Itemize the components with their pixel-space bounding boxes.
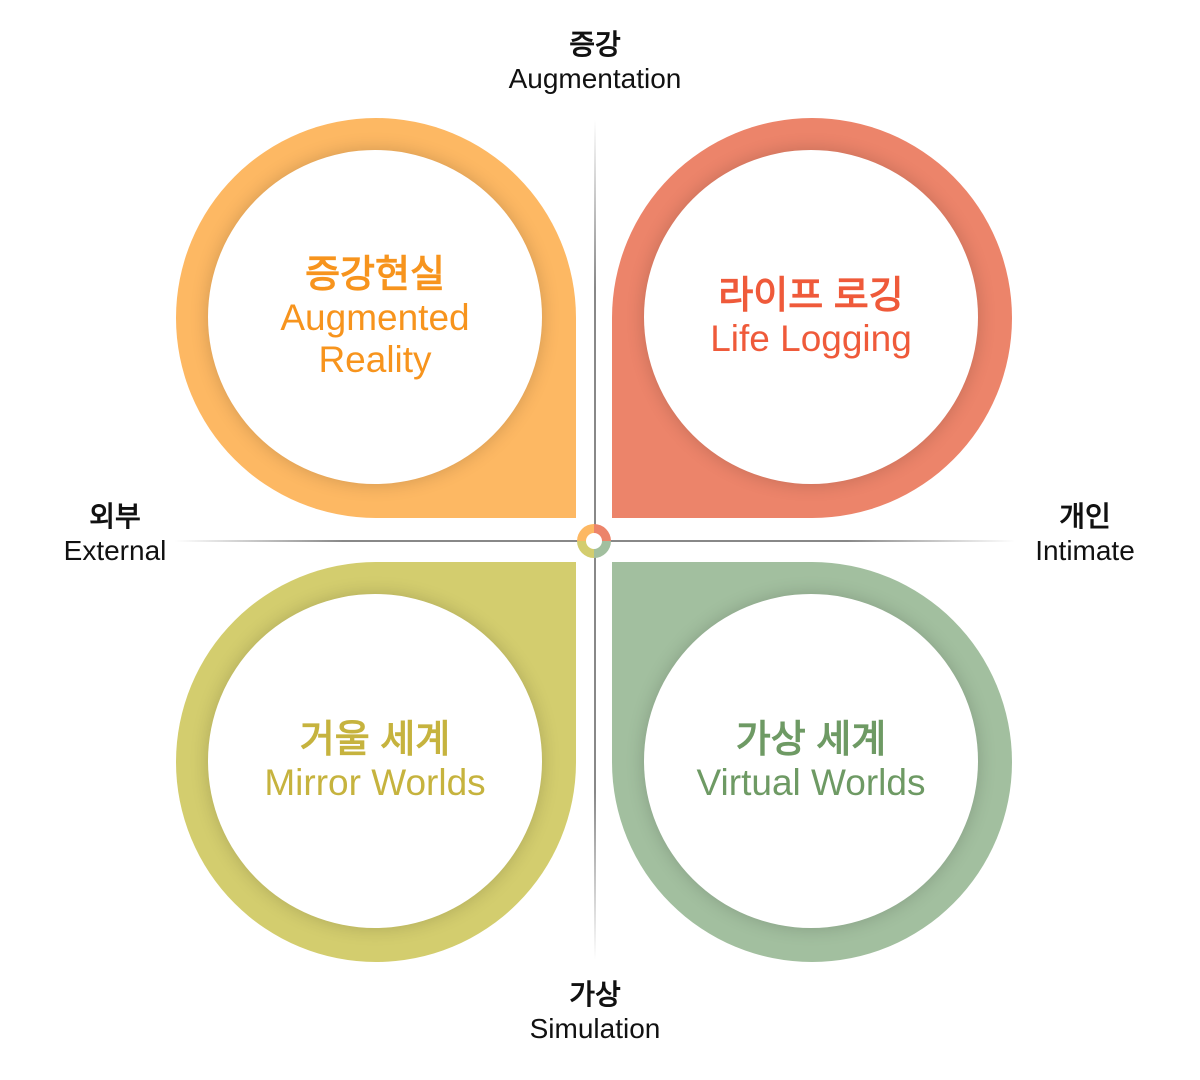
axis-left-ko: 외부 <box>89 501 141 532</box>
quadrant-title-ko: 거울 세계 <box>299 719 451 761</box>
quadrant-title-en: Mirror Worlds <box>264 762 486 803</box>
quadrant-title-en: Virtual Worlds <box>696 762 926 803</box>
quadrant-title-ko: 가상 세계 <box>735 719 887 761</box>
axis-left-en: External <box>63 535 167 566</box>
quadrant-title-en: Life Logging <box>710 318 912 359</box>
axis-bottom-ko: 가상 <box>569 979 621 1010</box>
axis-label-top: 증강 Augmentation <box>470 28 720 96</box>
quadrant-augmented-reality: 증강현실 Augmented Reality <box>176 118 576 518</box>
quadrant-title-en-2: Reality <box>318 339 432 380</box>
axis-label-right: 개인 Intimate <box>1010 500 1160 568</box>
quadrant-title-en: Augmented <box>280 297 470 338</box>
axis-right-ko: 개인 <box>1059 501 1111 532</box>
quadrant-life-logging: 라이프 로깅 Life Logging <box>612 118 1012 518</box>
axis-right-en: Intimate <box>1035 535 1135 566</box>
quadrant-circle: 증강현실 Augmented Reality <box>208 150 542 484</box>
axis-label-left: 외부 External <box>40 500 190 568</box>
quadrant-title-ko: 증강현실 <box>305 254 445 296</box>
axis-top-en: Augmentation <box>508 63 682 94</box>
quadrant-virtual-worlds: 가상 세계 Virtual Worlds <box>612 562 1012 962</box>
quadrant-title-ko: 라이프 로깅 <box>718 275 904 317</box>
quadrant-circle: 거울 세계 Mirror Worlds <box>208 594 542 928</box>
axis-bottom-en: Simulation <box>529 1013 661 1044</box>
quadrant-circle: 라이프 로깅 Life Logging <box>644 150 978 484</box>
quadrant-circle: 가상 세계 Virtual Worlds <box>644 594 978 928</box>
axis-top-ko: 증강 <box>569 29 621 60</box>
axis-label-bottom: 가상 Simulation <box>470 978 720 1046</box>
quadrant-mirror-worlds: 거울 세계 Mirror Worlds <box>176 562 576 962</box>
center-donut-icon <box>577 524 611 558</box>
